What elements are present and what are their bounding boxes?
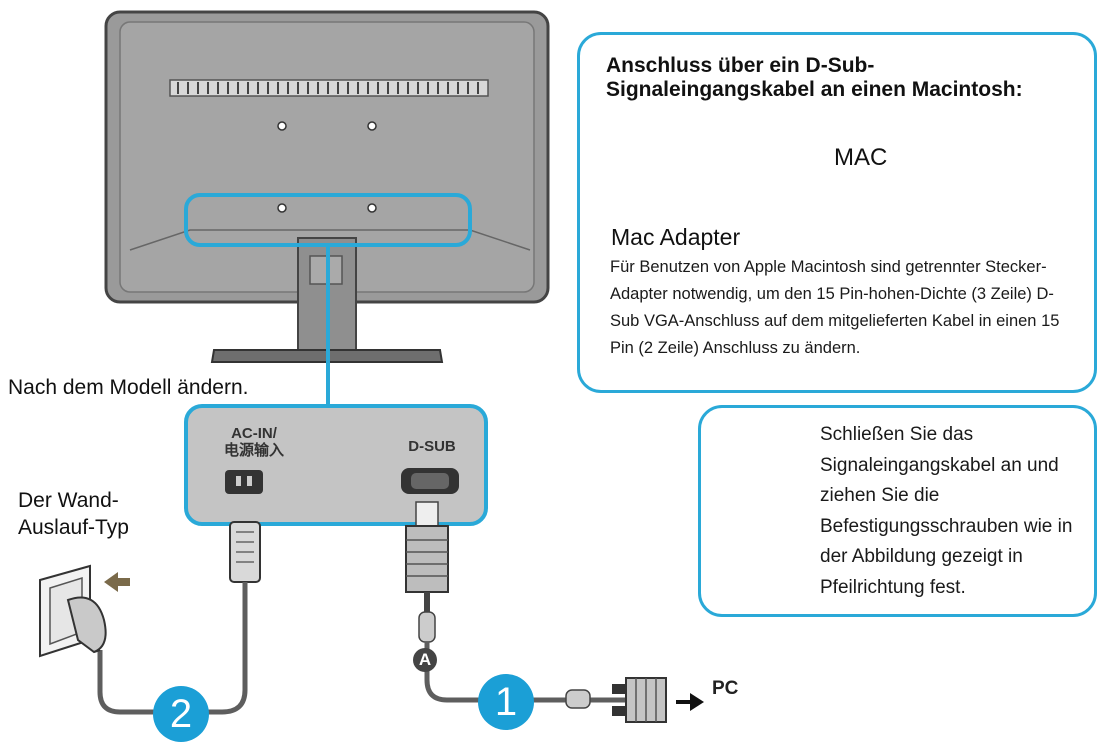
mac-callout <box>577 32 1097 393</box>
vent-grille <box>169 79 489 97</box>
screw-instruction-text: Schließen Sie das Signaleingangskabel an… <box>820 424 1073 598</box>
arrow-right-icon <box>676 693 704 711</box>
dsub-label: D-SUB <box>408 438 456 455</box>
step-2-badge: 2 <box>153 686 209 742</box>
port-panel <box>184 404 488 526</box>
dsub-cable <box>405 501 704 723</box>
step-1-badge: 1 <box>478 674 534 730</box>
mac-adapter-description: Für Benutzen von Apple Macintosh sind ge… <box>610 258 1060 357</box>
arrow-left-icon <box>104 572 130 592</box>
monitor-back <box>104 10 550 363</box>
ac-in-label-line2: 电源输入 <box>223 442 284 459</box>
mac-target-label: MAC <box>834 144 888 171</box>
wall-outlet-label: Der Wand-Auslauf-Typ <box>18 489 129 539</box>
power-cable <box>97 521 261 715</box>
mac-callout-title: Anschluss über ein D-Sub-Signaleingangsk… <box>606 54 1023 101</box>
power-socket-icon <box>225 470 263 494</box>
model-note: Nach dem Modell ändern. <box>8 376 249 399</box>
mac-adapter-label: Mac Adapter <box>611 224 741 250</box>
cable-a-letter: A <box>418 650 432 669</box>
cable-a-badge <box>413 648 437 672</box>
ac-in-label-line1: AC-IN/ <box>231 425 277 442</box>
wall-outlet-icon <box>39 564 130 658</box>
pc-label: PC <box>712 678 739 699</box>
screw-callout <box>698 405 1097 617</box>
ac-in-label: AC-IN/ 电源输入 <box>214 425 294 459</box>
